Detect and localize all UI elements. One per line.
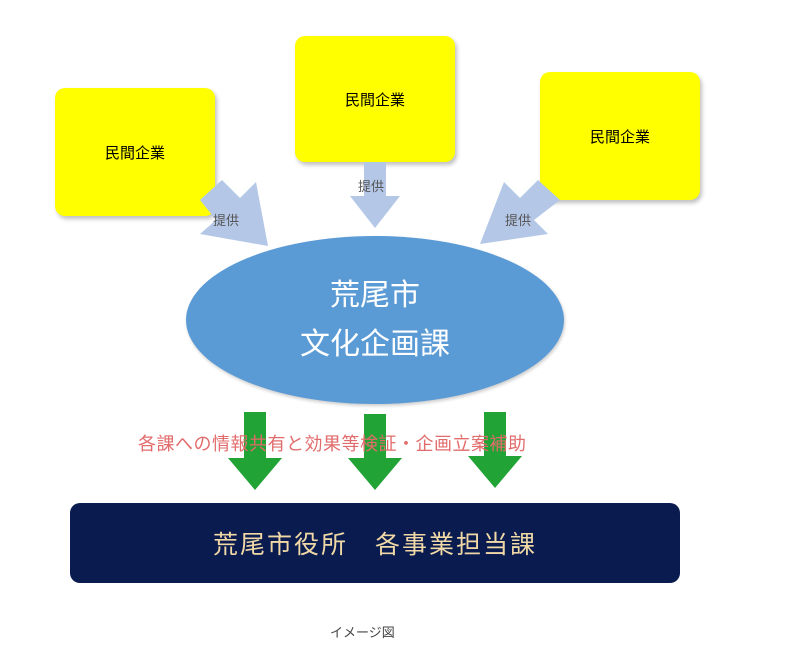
provide-arrow-right: [480, 180, 560, 244]
private-company-center: 民間企業: [295, 36, 455, 162]
provide-arrow-center: [350, 162, 400, 228]
down-arrow-right: [468, 412, 522, 488]
info-sharing-text: 各課への情報共有と効果等検証・企画立案補助: [138, 434, 527, 455]
bottom-label: 荒尾市役所 各事業担当課: [212, 530, 537, 559]
center-line-1: 荒尾市: [330, 277, 420, 313]
image-caption: イメージ図: [330, 626, 395, 641]
private-company-right-label: 民間企業: [589, 127, 650, 146]
down-arrow-left: [228, 412, 282, 490]
provide-label-left: 提供: [213, 214, 240, 229]
provide-arrow-left: [200, 180, 268, 246]
provide-label-right: 提供: [505, 214, 532, 229]
private-company-center-label: 民間企業: [344, 90, 405, 109]
down-arrow-center: [348, 414, 402, 490]
culture-planning-division-node: 荒尾市 文化企画課: [186, 236, 564, 404]
private-company-left-label: 民間企業: [104, 143, 165, 162]
center-line-2: 文化企画課: [300, 327, 450, 362]
private-company-right: 民間企業: [540, 72, 700, 200]
provide-label-center: 提供: [358, 180, 385, 195]
private-company-left: 民間企業: [55, 88, 215, 216]
city-office-departments-node: 荒尾市役所 各事業担当課: [70, 503, 680, 583]
